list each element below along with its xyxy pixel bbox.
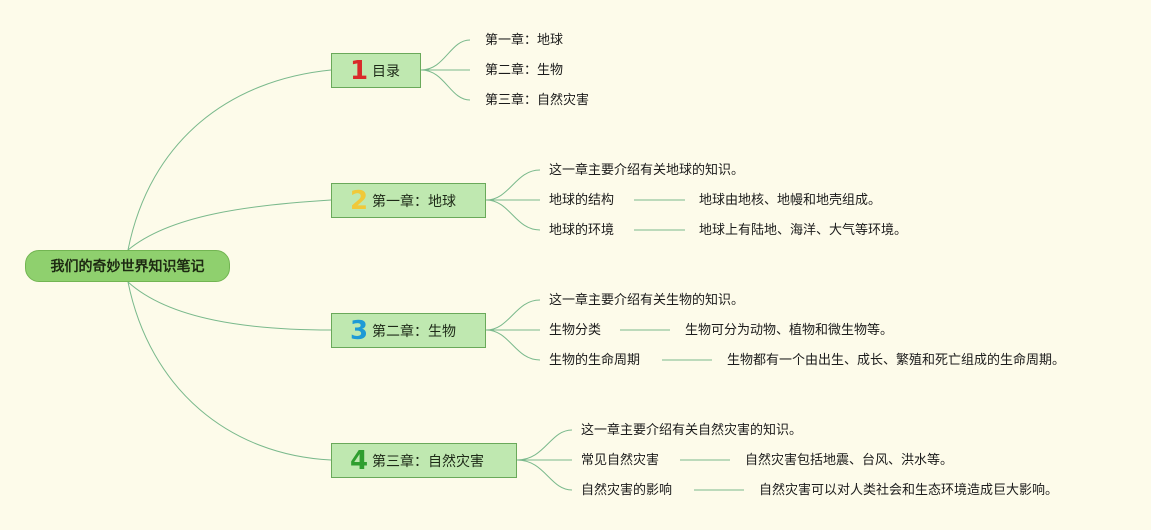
earth-environment-detail[interactable]: 地球上有陆地、海洋、大气等环境。 bbox=[699, 223, 908, 238]
root-link-4 bbox=[127, 281, 332, 461]
toc-item-disasters[interactable]: 第三章：自然灾害 bbox=[485, 93, 590, 108]
life-link-3 bbox=[485, 329, 541, 361]
earth-structure[interactable]: 地球的结构 bbox=[549, 193, 615, 208]
disaster-impact[interactable]: 自然灾害的影响 bbox=[581, 483, 673, 498]
chapter-node-1[interactable]: 1 目录 bbox=[331, 53, 421, 88]
disaster-impact-detail[interactable]: 自然灾害可以对人类社会和生态环境造成巨大影响。 bbox=[759, 483, 1059, 498]
disaster-link-3 bbox=[516, 459, 573, 491]
life-classification[interactable]: 生物分类 bbox=[549, 323, 602, 338]
root-link-2 bbox=[127, 199, 332, 251]
toc-link-1 bbox=[420, 39, 471, 71]
chapter-label: 第二章：生物 bbox=[372, 323, 456, 340]
chapter-node-2[interactable]: 2 第一章：地球 bbox=[331, 183, 486, 218]
disaster-common-detail[interactable]: 自然灾害包括地震、台风、洪水等。 bbox=[745, 453, 954, 468]
disaster-intro[interactable]: 这一章主要介绍有关自然灾害的知识。 bbox=[581, 423, 803, 438]
disaster-common[interactable]: 常见自然灾害 bbox=[581, 453, 660, 468]
earth-link-3 bbox=[485, 199, 541, 231]
root-link-1 bbox=[127, 69, 332, 251]
life-cycle[interactable]: 生物的生命周期 bbox=[549, 353, 641, 368]
number-3-icon: 3 bbox=[350, 315, 369, 346]
disaster-link-1 bbox=[516, 429, 573, 461]
number-2-icon: 2 bbox=[350, 185, 369, 216]
earth-link-1 bbox=[485, 169, 541, 201]
root-topic[interactable]: 我们的奇妙世界知识笔记 bbox=[25, 250, 230, 282]
chapter-node-3[interactable]: 3 第二章：生物 bbox=[331, 313, 486, 348]
life-classification-detail[interactable]: 生物可分为动物、植物和微生物等。 bbox=[685, 323, 894, 338]
life-intro[interactable]: 这一章主要介绍有关生物的知识。 bbox=[549, 293, 745, 308]
root-link-3 bbox=[127, 281, 332, 331]
chapter-label: 第一章：地球 bbox=[372, 193, 456, 210]
life-link-1 bbox=[485, 299, 541, 331]
number-1-icon: 1 bbox=[350, 55, 369, 86]
chapter-label: 第三章：自然灾害 bbox=[372, 453, 484, 470]
earth-environment[interactable]: 地球的环境 bbox=[549, 223, 615, 238]
life-cycle-detail[interactable]: 生物都有一个由出生、成长、繁殖和死亡组成的生命周期。 bbox=[727, 353, 1066, 368]
chapter-label: 目录 bbox=[372, 63, 400, 80]
toc-link-3 bbox=[420, 69, 471, 101]
toc-item-earth[interactable]: 第一章：地球 bbox=[485, 33, 564, 48]
chapter-node-4[interactable]: 4 第三章：自然灾害 bbox=[331, 443, 517, 478]
toc-item-life[interactable]: 第二章：生物 bbox=[485, 63, 564, 78]
earth-intro[interactable]: 这一章主要介绍有关地球的知识。 bbox=[549, 163, 745, 178]
earth-structure-detail[interactable]: 地球由地核、地幔和地壳组成。 bbox=[699, 193, 882, 208]
number-4-icon: 4 bbox=[350, 445, 369, 476]
